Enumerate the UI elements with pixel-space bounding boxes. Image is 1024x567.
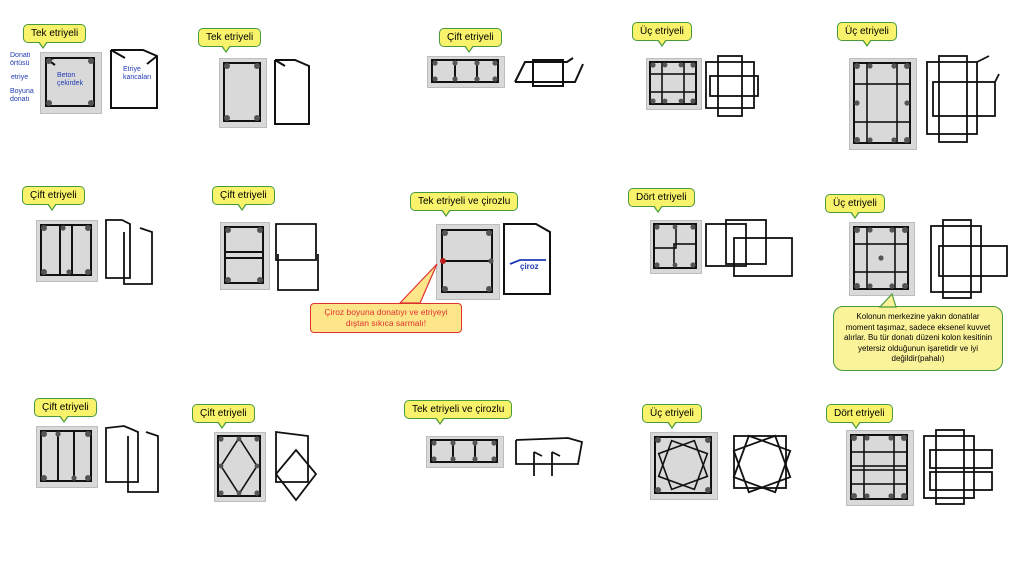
panel-title: Üç etriyeli [837, 22, 897, 47]
stirrup-shape [514, 57, 584, 87]
panel-cift-etriyeli-4: Çift etriyeli [32, 396, 232, 561]
panel-cift-etriyeli-wide: Çift etriyeli [425, 24, 625, 189]
stirrup-shape [705, 55, 759, 117]
panel-title: Tek etriyeli [23, 24, 87, 49]
section-drawing [654, 436, 712, 494]
section-drawing [850, 434, 908, 500]
panel-title: Çift etriyeli [212, 186, 275, 211]
label-boyuna-donati: Boyuna donatı [10, 88, 34, 103]
panel-title: Dört etriyeli [628, 188, 695, 213]
panel-title: Üç etriyeli [642, 404, 702, 429]
stirrup-shape [274, 430, 318, 502]
panel-uc-etriyeli-octagon: Üç etriyeli [640, 402, 840, 567]
panel-uc-etriyeli-2: Üç etriyeli [835, 20, 1024, 185]
panel-cift-etriyeli-3: Çift etriyeli [210, 184, 410, 349]
stirrup-shape [930, 219, 1008, 299]
section-drawing [431, 59, 499, 83]
section-drawing [40, 430, 92, 482]
section-drawing [224, 226, 264, 284]
label-ciroz: çiroz [520, 262, 539, 271]
panel-title: Tek etriyeli [198, 28, 262, 53]
panel-title: Tek etriyeli ve çirozlu [410, 192, 519, 217]
panel-title: Çift etriyeli [34, 398, 97, 423]
section-drawing [853, 226, 909, 290]
panel-title: Tek etriyeli ve çirozlu [404, 400, 513, 425]
center-bars-note-callout: Kolonun merkezine yakın donatılar moment… [833, 306, 1003, 371]
ciroz-warning-callout: Çiroz boyuna donatıyı ve etriyeyi dıştan… [310, 303, 462, 333]
stirrup-shape [503, 223, 551, 295]
panel-tek-etriyeli-cirozlu-2: Tek etriyeli ve çirozlu [404, 398, 604, 563]
label-etriye: etriye [11, 74, 29, 81]
section-drawing [40, 224, 92, 276]
stirrup-shape [705, 219, 793, 277]
panel-cift-etriyeli-diamond: Çift etriyeli [190, 402, 390, 567]
panel-tek-etriyeli-cirozlu-1: Tek etriyeli ve çirozlu çiroz [410, 190, 610, 355]
panel-dort-etriyeli-2: Dört etriyeli [826, 402, 1024, 567]
section-drawing [45, 57, 95, 107]
panel-title: Çift etriyeli [22, 186, 85, 211]
panel-tek-etriyeli: Tek etriyeli [195, 24, 395, 189]
panel-cift-etriyeli-2: Çift etriyeli [20, 184, 220, 349]
stirrup-shape [274, 59, 310, 125]
stirrup-shape [105, 219, 153, 285]
label-etriye-kancalari: Etriye kancaları [123, 66, 152, 81]
stirrup-shape [110, 49, 158, 109]
panel-title: Üç etriyeli [825, 194, 885, 219]
label-donati-ortusu: Donatı örtüsü [10, 52, 31, 67]
panel-title: Üç etriyeli [632, 22, 692, 47]
stirrup-shape [923, 429, 993, 505]
section-drawing [223, 62, 261, 122]
panel-tek-etriyeli-annotated: Tek etriyeli Donatı örtüsü etriye Boyuna… [5, 20, 205, 185]
panel-title: Çift etriyeli [439, 28, 502, 53]
section-drawing [653, 223, 697, 269]
panel-title: Dört etriyeli [826, 404, 893, 429]
panel-dort-etriyeli-1: Dört etriyeli [628, 186, 828, 351]
label-beton-cekirdek: Beton çekirdek [57, 72, 84, 87]
panel-title: Çift etriyeli [192, 404, 255, 429]
panel-uc-etriyeli-3: Üç etriyeli [823, 192, 1023, 357]
stirrup-shape [926, 55, 1000, 143]
section-drawing [649, 61, 697, 105]
panel-uc-etriyeli-1: Üç etriyeli [630, 20, 830, 185]
section-drawing [430, 439, 498, 463]
section-drawing [853, 62, 911, 144]
stirrup-shape [275, 223, 319, 291]
callout-pointer [398, 263, 438, 304]
stirrup-shape [515, 437, 584, 476]
stirrup-shape [732, 434, 792, 494]
section-drawing [217, 435, 261, 497]
section-drawing [440, 229, 494, 293]
stirrup-shape [105, 425, 159, 493]
callout-pointer [878, 292, 897, 308]
